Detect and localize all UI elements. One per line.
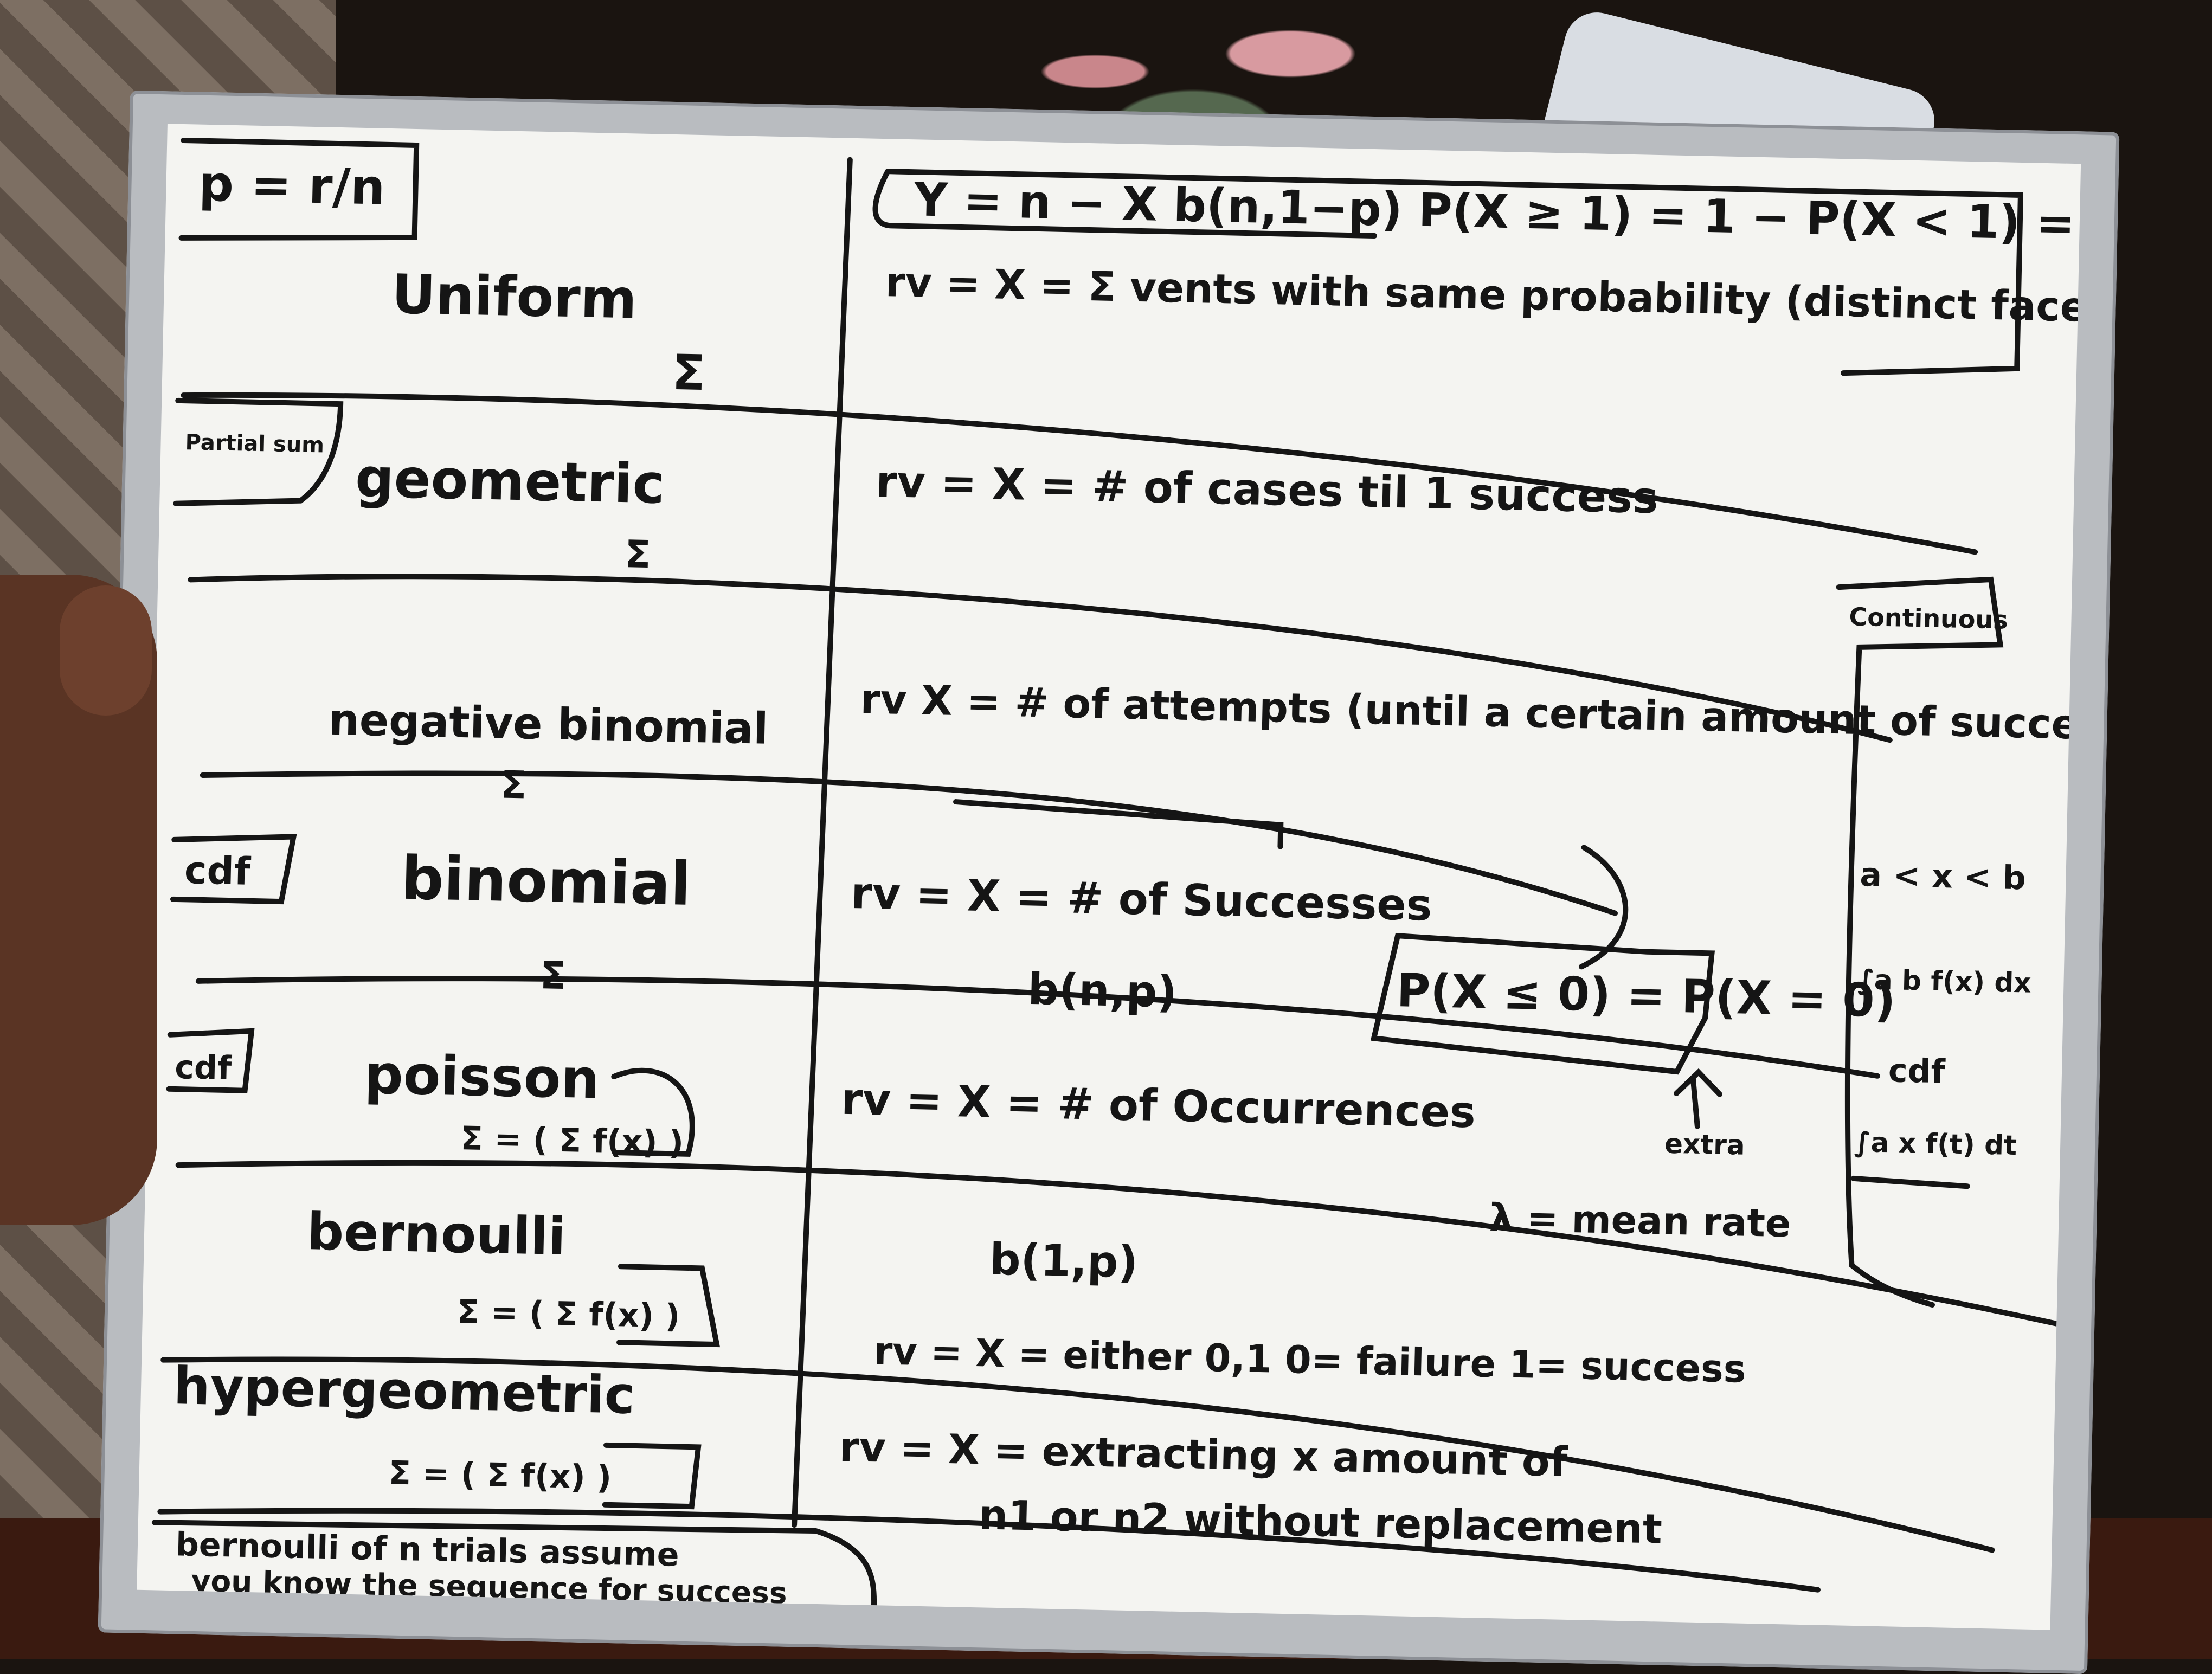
continuous-range: a < x < b — [1860, 856, 2027, 897]
hypergeometric-description-2: n1 or n2 without replacement — [979, 1491, 1663, 1553]
negative-binomial-label: negative binomial — [328, 694, 769, 754]
uniform-formula: Y = n − X b(n,1−p) P(X ≥ 1) = 1 − P(X < … — [913, 173, 2081, 258]
corner-formula-box — [178, 137, 420, 241]
cdf-tag-box-1 — [170, 834, 297, 905]
poisson-cdf-tag: cdf — [175, 1048, 233, 1087]
footnote-line-2: you know the sequence for success — [191, 1563, 787, 1611]
continuous-cdf-label: cdf — [1888, 1052, 1946, 1091]
holding-thumb — [60, 585, 152, 716]
row-line-3 — [200, 770, 1618, 916]
row-line-4 — [195, 976, 1880, 1079]
bernoulli-sigma: Σ = ( Σ f(x) ) — [456, 1293, 680, 1336]
footnote-box — [151, 1520, 877, 1608]
partial-sum-tag: Partial sum — [185, 430, 324, 458]
poisson-label: poisson — [364, 1042, 600, 1111]
continuous-title: Continuous — [1849, 602, 2008, 634]
geometric-label: geometric — [355, 446, 665, 516]
row-line-7 — [157, 1508, 1821, 1593]
continuous-box — [1836, 576, 2004, 1308]
negative-binomial-sigma: Σ — [500, 762, 528, 807]
pmf-zero-formula: P(X ≤ 0) = P(X = 0) — [1396, 964, 1896, 1028]
negative-binomial-description: rv X = # of attempts (until a certain am… — [860, 675, 2081, 751]
corner-formula: p = r/n — [198, 156, 386, 216]
poisson-sigma: Σ = ( Σ f(x) ) — [460, 1119, 684, 1162]
binomial-cdf-tag: cdf — [184, 848, 252, 894]
bernoulli-label: bernoulli — [306, 1202, 567, 1267]
binomial-notation: b(n,p) — [1027, 964, 1178, 1018]
uniform-sigma: Σ — [671, 344, 706, 402]
continuous-integral: ∫a b f(x) dx — [1857, 964, 2031, 999]
uniform-description: rv = X = Σ vents with same probability (… — [885, 258, 2081, 331]
geometric-sigma: Σ — [625, 532, 652, 577]
whiteboard-frame: p = r/n Uniform Σ Partial sum geometric … — [98, 90, 2120, 1674]
partial-sum-box — [173, 397, 344, 506]
poisson-lambda: λ = mean rate — [1489, 1195, 1791, 1246]
binomial-description: rv = X = # of Successes — [851, 868, 1433, 930]
whiteboard-drawing: p = r/n Uniform Σ Partial sum geometric … — [151, 137, 2081, 1611]
uniform-label: Uniform — [391, 262, 638, 331]
pmf-zero-box — [1370, 932, 1715, 1075]
binomial-sigma: Σ — [539, 953, 567, 998]
extra-note: extra — [1664, 1128, 1746, 1161]
row-line-2 — [188, 574, 1893, 743]
row-line-5 — [175, 1160, 2060, 1327]
column-divider — [792, 157, 853, 1528]
geometric-description: rv = X = # of cases til 1 success — [875, 456, 1658, 523]
binomial-label: binomial — [401, 844, 692, 919]
uniform-formula-box — [885, 169, 2024, 376]
hypergeometric-label: hypergeometric — [173, 1356, 635, 1426]
row-line-6 — [160, 1356, 1995, 1553]
bernoulli-notation: b(1,p) — [989, 1234, 1139, 1288]
bernoulli-description: rv = X = either 0,1 0= failure 1= succes… — [873, 1329, 1746, 1392]
poisson-description: rv = X = # of Occurrences — [841, 1074, 1476, 1137]
cdf-tag-box-2 — [166, 1028, 255, 1093]
hypergeometric-description: rv = X = extracting x amount of — [839, 1423, 1568, 1486]
row-line-1 — [181, 392, 1978, 555]
whiteboard-surface: p = r/n Uniform Σ Partial sum geometric … — [137, 124, 2081, 1630]
continuous-cdf-integral: ∫a x f(t) dt — [1854, 1126, 2017, 1161]
hypergeometric-sigma: Σ = ( Σ f(x) ) — [388, 1454, 612, 1497]
